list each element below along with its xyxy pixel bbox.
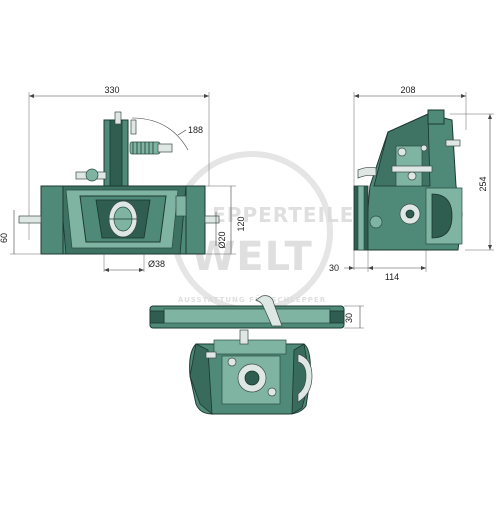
dim-120-label: 120 xyxy=(236,216,246,231)
dim-114-label: 114 xyxy=(385,272,399,282)
dim-d38-label: Ø38 xyxy=(148,259,165,269)
watermark-bottom-text: AUSSTATTUNG FÜR SCHLEPPER xyxy=(178,295,326,304)
side-view: 208 254 30 114 xyxy=(329,85,494,282)
bottom-view: 30 xyxy=(149,295,364,415)
dim-side-30-label: 30 xyxy=(329,263,339,273)
dim-188-label: 188 xyxy=(188,125,203,135)
dim-254-label: 254 xyxy=(478,176,488,191)
front-spring xyxy=(129,141,173,155)
dim-bottom-30-label: 30 xyxy=(344,313,354,323)
dim-208-label: 208 xyxy=(400,85,415,95)
dim-60-label: 60 xyxy=(0,233,9,243)
dim-d20-label: Ø20 xyxy=(217,231,227,248)
front-view: 330 188 xyxy=(0,85,246,272)
dim-330-label: 330 xyxy=(104,85,119,95)
watermark-middle-text: WELT xyxy=(191,234,313,280)
